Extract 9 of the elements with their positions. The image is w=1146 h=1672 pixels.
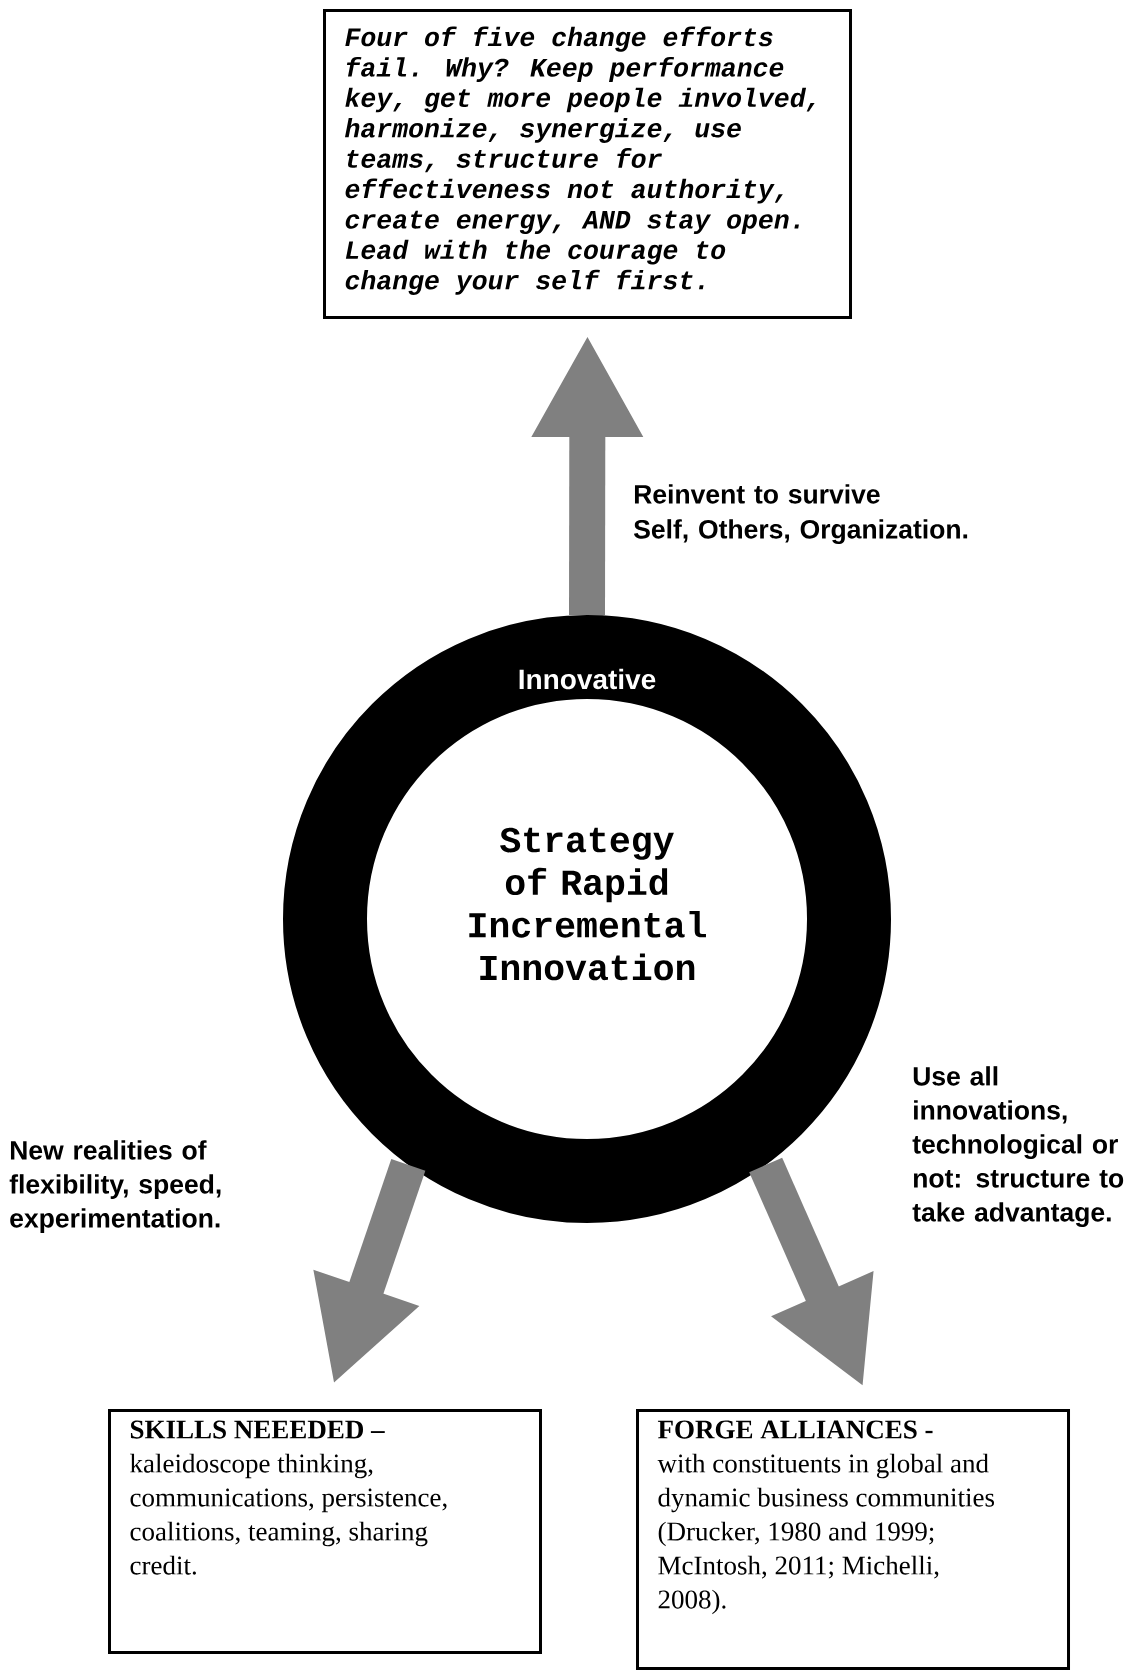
ring-label: Innovative	[519, 668, 656, 690]
text-box: FORGE ALLIANCES - with constituents in global and dynamic business communities (Drucker, 1980 and 1999; McIntosh, 2011; Michelli, 2008).	[636, 1409, 1070, 1670]
note-text: New realities of flexibility, speed, experimentation.	[9, 1140, 221, 1233]
note-text: Reinvent to survive	[635, 484, 880, 504]
text-box: SKILLS NEEEDED – kaleidoscope thinking, communications, persistence, coalitions, teaming, sharing credit.	[108, 1409, 542, 1654]
center-text: Strategy of Rapid Incremental Innovation	[469, 827, 706, 981]
note-text: Self, Others, Organization.	[634, 519, 968, 544]
note-text: Use all innovations, technological or not: structure to take advantage.	[912, 1066, 1124, 1227]
text-box: Four of five change efforts fail. Why? Keep performance key, get more people involved, harmonize, synergize, use teams, structure for effectiveness not authority, create energy, AND stay open. Lead with the courage to change your self first.	[323, 9, 852, 319]
